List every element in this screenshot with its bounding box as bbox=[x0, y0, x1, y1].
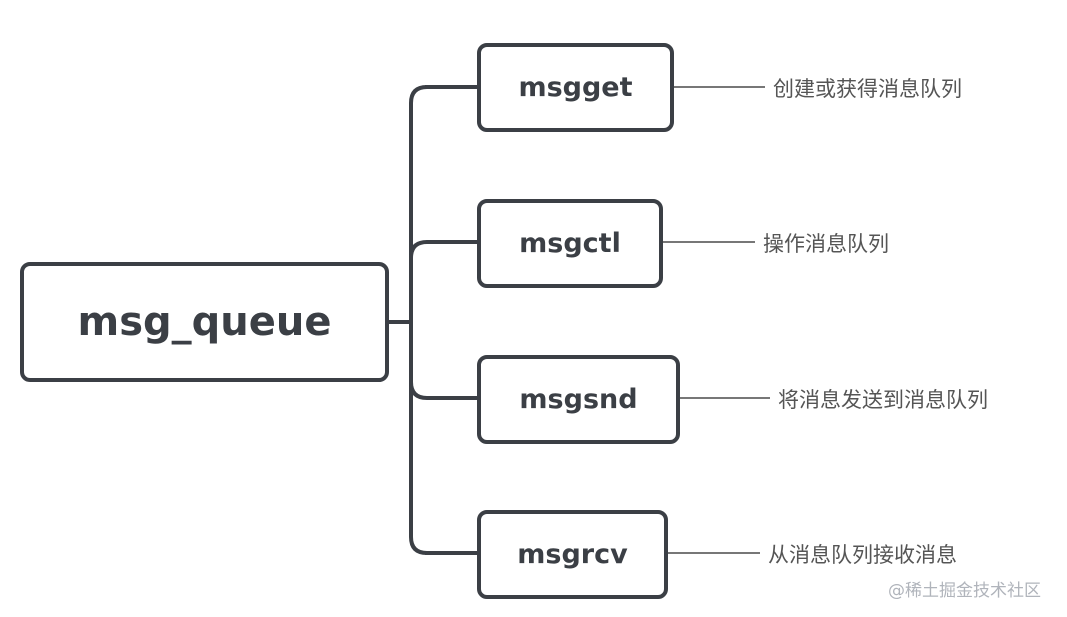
branch-msgsnd bbox=[409, 381, 478, 400]
root-node-label: msg_queue bbox=[77, 299, 332, 345]
node-msgctl: msgctl bbox=[477, 199, 663, 288]
node-label-msgget: msgget bbox=[518, 72, 633, 103]
node-label-msgctl: msgctl bbox=[519, 228, 621, 259]
node-label-msgsnd: msgsnd bbox=[519, 384, 638, 415]
watermark: @稀土掘金技术社区 bbox=[888, 581, 1041, 601]
description-msgctl: 操作消息队列 bbox=[763, 232, 889, 256]
branch-msgctl bbox=[409, 240, 478, 259]
node-msgget: msgget bbox=[477, 43, 674, 132]
description-msgsnd: 将消息发送到消息队列 bbox=[778, 388, 988, 412]
node-label-msgrcv: msgrcv bbox=[517, 539, 628, 570]
description-msgrcv: 从消息队列接收消息 bbox=[768, 543, 957, 567]
description-msgget: 创建或获得消息队列 bbox=[773, 77, 962, 101]
node-msgrcv: msgrcv bbox=[477, 510, 668, 599]
trunk-connector bbox=[409, 85, 428, 555]
root-node-msg-queue: msg_queue bbox=[20, 262, 389, 382]
node-msgsnd: msgsnd bbox=[477, 355, 680, 444]
